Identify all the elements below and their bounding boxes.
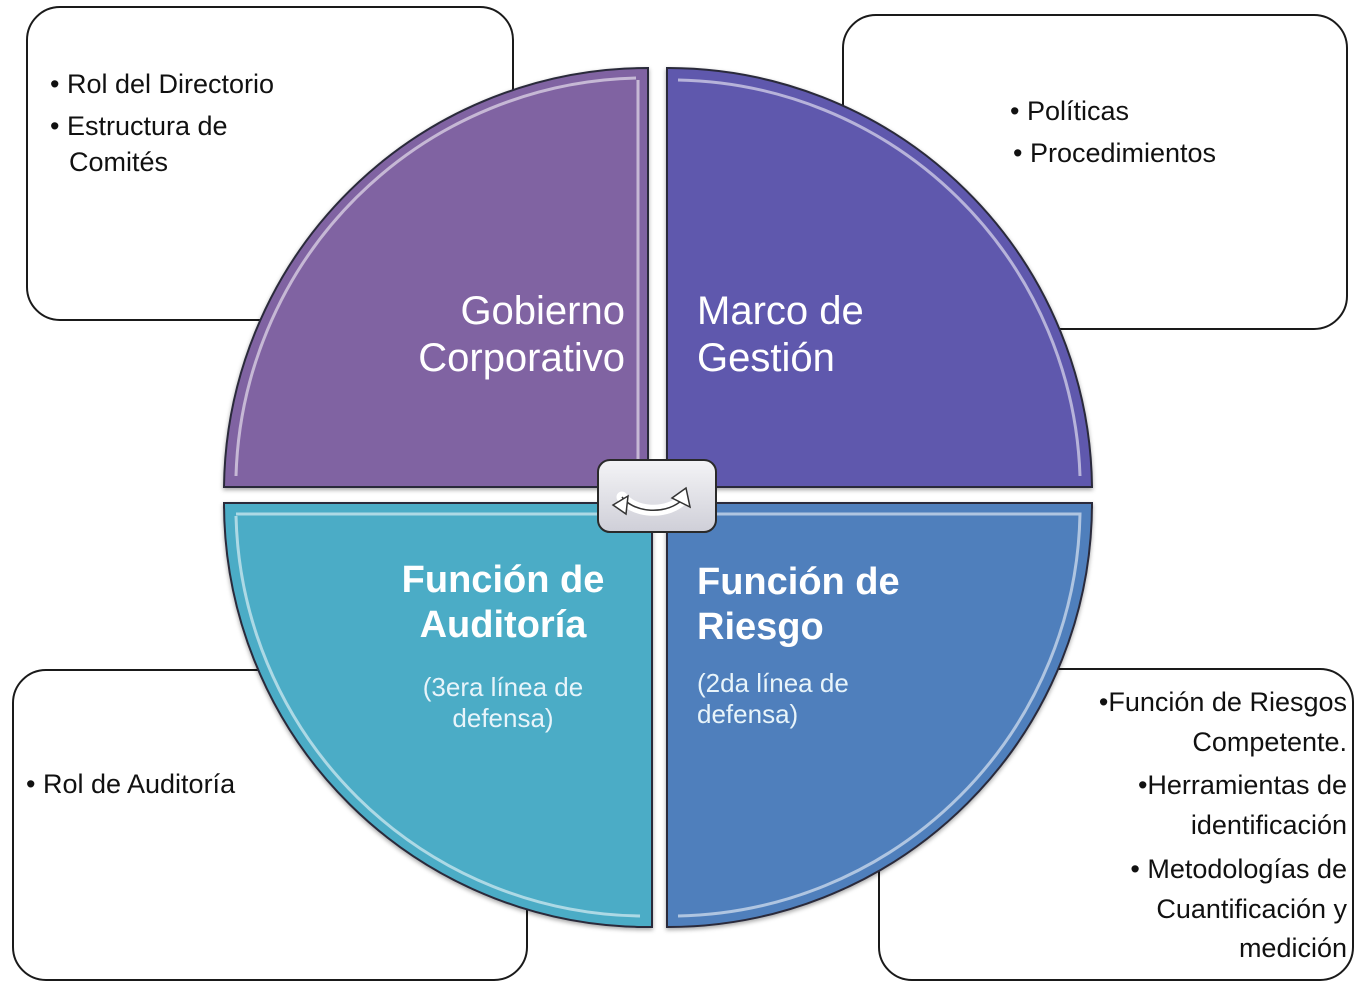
marco-line2: Gestión [697, 336, 835, 381]
quadrant-marco [666, 66, 1094, 488]
quadrant-riesgo [666, 502, 1094, 929]
tl-bullet-1: • Rol del Directorio [50, 69, 275, 99]
riesgo-sub1: (2da línea de [697, 667, 849, 698]
gobierno-line2: Corporativo [418, 336, 625, 381]
tl-bullet-2-cont: Comités [69, 147, 169, 177]
auditoria-title: Función de Auditoría (3era línea de defe… [378, 558, 628, 734]
riesgo-sub2: defensa) [697, 698, 799, 729]
tl-bullet-2: • Estructura de [50, 111, 228, 141]
riesgo-title: Función de Riesgo (2da línea de defensa) [697, 560, 900, 730]
auditoria-sub1: (3era línea de [422, 671, 584, 702]
tr-bullet-1: • Políticas [1010, 96, 1129, 126]
gobierno-line1: Gobierno [460, 289, 625, 333]
auditoria-line2: Auditoría [419, 603, 587, 646]
gobierno-title: Gobierno Corporativo [390, 288, 625, 382]
marco-title: Marco de Gestión [697, 288, 864, 382]
auditoria-line1: Función de [401, 559, 605, 601]
br-b1-l1: •Función de Riesgos [1098, 687, 1347, 717]
auditoria-sub2: defensa) [452, 702, 554, 733]
riesgo-line2: Riesgo [697, 605, 824, 648]
bl-bullet-1: • Rol de Auditoría [26, 769, 236, 799]
marco-line1: Marco de [697, 289, 864, 333]
br-b3-l3: medición [1238, 933, 1347, 963]
br-b3-l1: • Metodologías de [1130, 854, 1347, 884]
quadrant-auditoria [222, 502, 653, 929]
br-b2-l2: identificación [1190, 810, 1347, 840]
br-b3-l2: Cuantificación y [1156, 894, 1347, 924]
br-b2-l1: •Herramientas de [1137, 770, 1347, 800]
cycle-arrow-icon [597, 459, 717, 533]
tr-bullet-2: • Procedimientos [1013, 138, 1217, 168]
br-b1-l2: Competente. [1192, 727, 1347, 757]
riesgo-line1: Función de [697, 561, 900, 603]
quadrant-gobierno [222, 66, 649, 488]
